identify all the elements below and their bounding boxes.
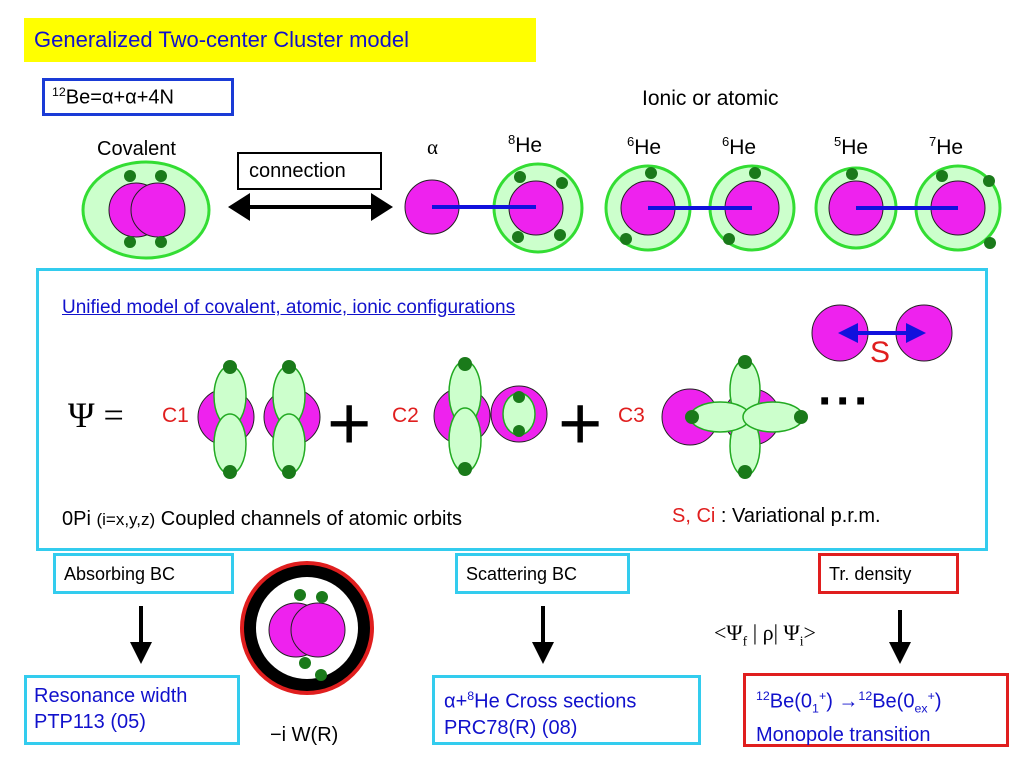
formula-box [42,78,234,116]
c3-configuration [661,355,808,479]
s-label: S [870,336,891,369]
plus-sign-2: + [558,381,603,466]
title-banner [24,18,536,62]
cluster-label-he6-right: 6He [722,134,757,159]
connection-box [237,152,382,190]
cross-sections-box [432,675,701,745]
scattering-bc-label: Scattering BC [466,564,578,584]
connection-label: connection [249,160,346,182]
down-arrow-left [130,606,152,664]
plus-sign-1: + [327,381,372,466]
cluster-label-he8: 8He [508,132,543,157]
cluster-label-alpha: α [427,135,439,159]
alpha-he8-cluster [404,162,584,254]
unified-model-title: Unified model of covalent, atomic, ionic… [62,297,516,318]
covalent-cluster [81,160,211,260]
page-title: Generalized Two-center Cluster model [34,27,409,52]
absorbing-bc-box [53,553,234,594]
coefficient-c2: C2 [392,404,419,427]
monopole-transition-box [743,673,1009,747]
cluster-label-he5: 5He [834,134,869,159]
unified-model-frame [36,268,988,551]
connection-arrow [228,193,393,221]
covalent-label: Covalent [97,138,176,160]
resonance-width-box [24,675,240,745]
c2-configuration [433,357,548,476]
tr-density-box [818,553,959,594]
coefficient-c3: C3 [618,404,645,427]
scattering-bc-box [455,553,630,594]
ionic-atomic-label: Ionic or atomic [642,87,779,110]
absorbing-potential-label: −i W(R) [270,724,339,746]
c1-configuration [197,360,321,479]
down-arrow-middle [532,606,554,664]
variational-text: S, Ci : Variational p.r.m. [672,505,881,527]
absorbing-boundary-diagram [240,561,374,695]
down-arrow-right [889,610,911,664]
cluster-label-he6-left: 6He [627,134,662,159]
cluster-label-he7: 7He [929,134,964,159]
ellipsis: ··· [818,375,872,428]
formula: 12Be=α+α+4N [52,85,174,109]
he6-he6-cluster [604,164,796,252]
absorbing-bc-label: Absorbing BC [64,564,176,584]
monopole-transition-text: 12Be(01+) →12Be(0ex+)Monopole transition [756,689,942,746]
coupled-channels-text: 0Pi (i=x,y,z) Coupled channels of atomic… [62,508,463,530]
psi-equation: Ψ = [68,395,124,435]
coefficient-c1: C1 [162,404,189,427]
s-distance-diagram [811,304,953,362]
transition-matrix-element: <Ψf | ρ| Ψi> [714,620,816,649]
tr-density-label: Tr. density [829,564,912,584]
he5-he7-cluster [814,164,1002,252]
